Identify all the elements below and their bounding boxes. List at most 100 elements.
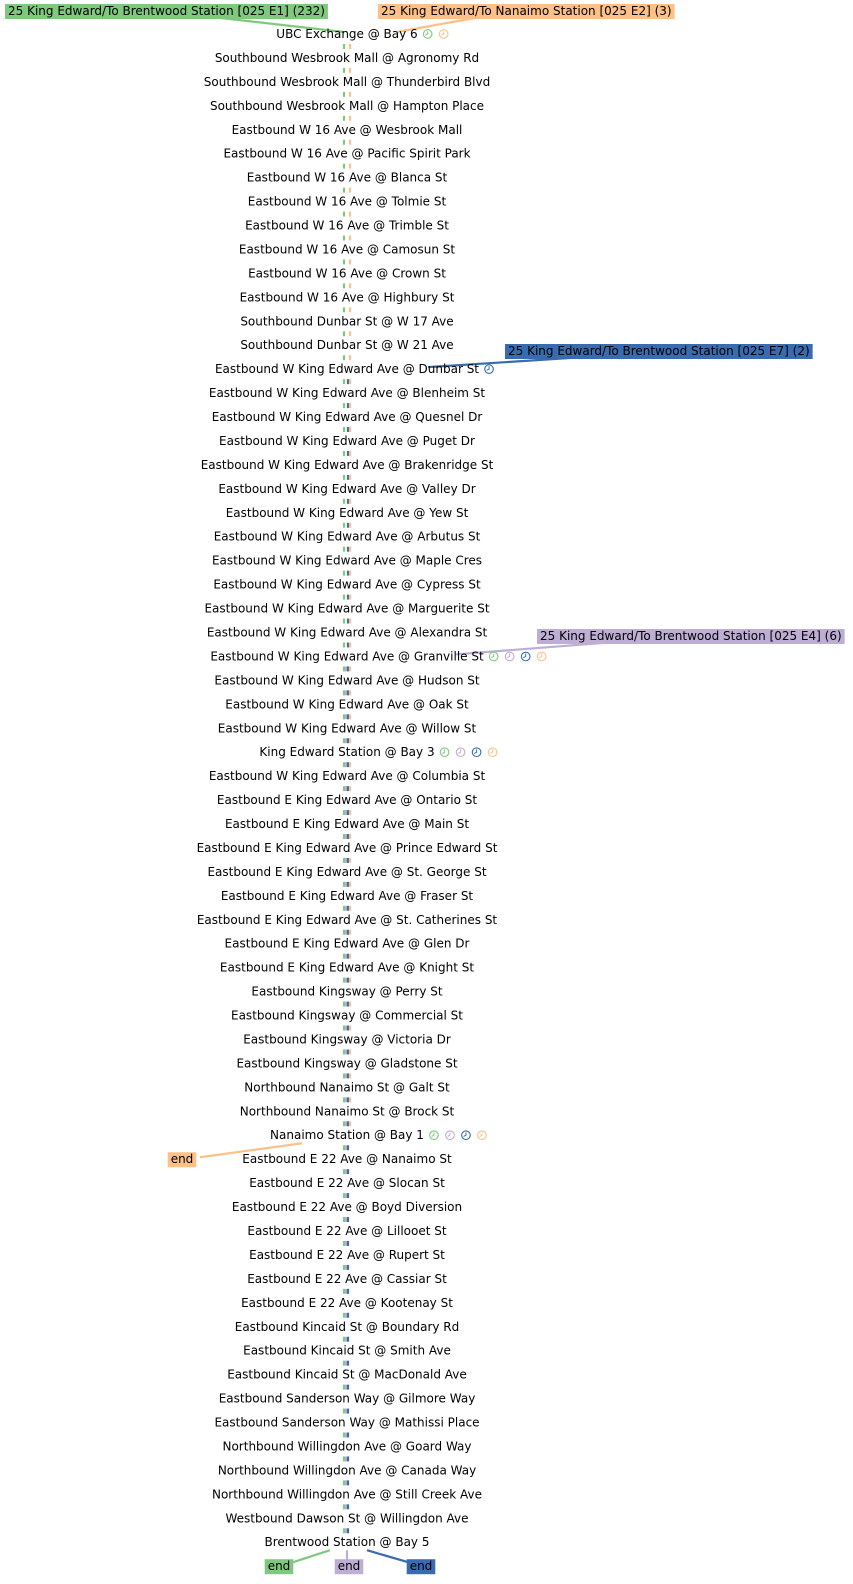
end-connector-e2 xyxy=(199,1142,303,1159)
stop-name: Eastbound W King Edward Ave @ Granville … xyxy=(210,649,484,663)
clock-icon-hands xyxy=(447,1132,451,1137)
stop-name: Eastbound E King Edward Ave @ Glen Dr xyxy=(225,937,470,951)
clock-icon xyxy=(504,651,515,662)
clock-icon xyxy=(461,1130,471,1141)
stop-name: Eastbound E King Edward Ave @ St. Cather… xyxy=(197,913,498,927)
end-label-e1-bg xyxy=(264,1559,294,1575)
stop-name: Eastbound E 22 Ave @ Nanaimo St xyxy=(242,1152,452,1166)
route-label-e7-bg xyxy=(505,344,813,359)
clock-icon-hands xyxy=(441,31,445,36)
clock-icon-face xyxy=(487,747,498,758)
end-label-e1-text: end xyxy=(268,1559,291,1573)
route-label-e2-bg xyxy=(378,4,675,19)
stop-name: King Edward Station @ Bay 3 xyxy=(259,745,434,759)
clock-icon-hands xyxy=(523,653,527,659)
clock-icon-face xyxy=(429,1130,439,1141)
stop-name: Eastbound W 16 Ave @ Tolmie St xyxy=(248,195,447,209)
stop-name: Eastbound W King Edward Ave @ Valley Dr xyxy=(218,482,475,496)
clock-icon-face xyxy=(439,747,450,758)
stop-name: Eastbound W King Edward Ave @ Maple Cres xyxy=(212,554,482,568)
start-connector-e1 xyxy=(211,15,345,34)
stop-name: Eastbound Kincaid St @ Boundary Rd xyxy=(235,1320,460,1334)
stop-name: Eastbound W King Edward Ave @ Arbutus St xyxy=(214,530,481,544)
stop-name: Eastbound W King Edward Ave @ Oak St xyxy=(225,697,469,711)
end-label-e2-text: end xyxy=(171,1152,194,1166)
stop-name: Eastbound Kingsway @ Perry St xyxy=(251,985,442,999)
clock-icon-face xyxy=(471,747,482,758)
clock-icon-face xyxy=(477,1130,487,1141)
clock-icon-face xyxy=(445,1130,455,1141)
route-label-e2: 25 King Edward/To Nanaimo Station [025 E… xyxy=(378,4,675,19)
clock-icon-face xyxy=(461,1130,471,1141)
stop-name: Eastbound W 16 Ave @ Wesbrook Mall xyxy=(232,123,463,137)
stop-name: Eastbound Kincaid St @ MacDonald Ave xyxy=(227,1368,467,1382)
clock-icon-hands xyxy=(486,366,490,371)
clock-icon xyxy=(520,651,531,662)
clock-icon xyxy=(445,1130,455,1141)
clock-icon-hands xyxy=(473,749,478,754)
stop-name: Eastbound E King Edward Ave @ Knight St xyxy=(220,961,474,975)
clock-icon-face xyxy=(536,651,547,662)
route-labels: 25 King Edward/To Brentwood Station [025… xyxy=(5,4,845,1575)
clock-icon-face xyxy=(520,651,531,662)
clock-icon xyxy=(455,747,466,758)
stop-name: Eastbound E King Edward Ave @ Fraser St xyxy=(221,889,474,903)
stop-name: Eastbound W 16 Ave @ Pacific Spirit Park xyxy=(223,147,470,161)
clock-icon xyxy=(536,651,547,662)
clock-icon-hands xyxy=(489,749,494,754)
stop-name: Eastbound Kingsway @ Commercial St xyxy=(231,1009,463,1023)
trunk-lines xyxy=(342,44,352,1534)
stop-name: UBC Exchange @ Bay 6 xyxy=(276,27,417,41)
clock-icon-hands xyxy=(431,1132,435,1137)
end-label-e4-text: end xyxy=(338,1559,361,1573)
clock-icon-hands xyxy=(463,1132,467,1137)
stop-name: Eastbound W 16 Ave @ Trimble St xyxy=(245,219,449,233)
stop-name: Nanaimo Station @ Bay 1 xyxy=(270,1128,424,1142)
stop-name: Eastbound E King Edward Ave @ St. George… xyxy=(207,865,486,879)
stop-name: Westbound Dawson St @ Willingdon Ave xyxy=(225,1511,468,1525)
stop-name: Eastbound W King Edward Ave @ Dunbar St xyxy=(215,362,479,376)
clock-icon-hands xyxy=(479,1132,483,1137)
stop-name: Eastbound W 16 Ave @ Camosun St xyxy=(239,242,456,256)
stop-name: Northbound Nanaimo St @ Brock St xyxy=(240,1104,455,1118)
clock-icon-face xyxy=(438,29,449,39)
stop-name: Eastbound W King Edward Ave @ Yew St xyxy=(226,506,469,520)
clock-icon xyxy=(484,364,494,375)
stop-name: Southbound Wesbrook Mall @ Agronomy Rd xyxy=(215,51,479,65)
clock-icon-hands xyxy=(507,653,511,659)
end-connector-e1 xyxy=(286,1549,331,1566)
end-label-e1: end xyxy=(264,1559,294,1575)
stop-name: Eastbound W King Edward Ave @ Puget Dr xyxy=(219,434,475,448)
end-label-e4-bg xyxy=(334,1559,364,1575)
clock-icon-hands xyxy=(457,749,462,754)
stop-name: Eastbound E 22 Ave @ Cassiar St xyxy=(247,1272,447,1286)
stop-name: Southbound Dunbar St @ W 17 Ave xyxy=(240,314,453,328)
stop-name: Eastbound W 16 Ave @ Highbury St xyxy=(240,290,455,304)
stop-name: Eastbound W King Edward Ave @ Blenheim S… xyxy=(209,386,486,400)
stop-name: Eastbound W King Edward Ave @ Willow St xyxy=(218,721,477,735)
clock-icon-face xyxy=(504,651,515,662)
stop-list: UBC Exchange @ Bay 6 Southbound Wesbrook … xyxy=(197,27,547,1549)
end-label-e2-bg xyxy=(167,1152,197,1168)
stop-name: Eastbound Kingsway @ Gladstone St xyxy=(236,1056,457,1070)
route-label-e1-text: 25 King Edward/To Brentwood Station [025… xyxy=(8,4,325,18)
stop-name: Eastbound W 16 Ave @ Blanca St xyxy=(247,171,448,185)
clock-icon-face xyxy=(422,29,433,39)
stop-name: Eastbound E King Edward Ave @ Prince Edw… xyxy=(197,841,498,855)
stop-name: Eastbound Sanderson Way @ Gilmore Way xyxy=(219,1392,476,1406)
clock-icon xyxy=(439,747,450,758)
start-connector-e2 xyxy=(396,15,481,34)
stop-name: Eastbound E 22 Ave @ Kootenay St xyxy=(241,1296,453,1310)
clock-icon-hands xyxy=(441,749,446,754)
stop-name: Eastbound Sanderson Way @ Mathissi Place xyxy=(214,1416,479,1430)
clock-icon xyxy=(471,747,482,758)
stop-name: Northbound Willingdon Ave @ Canada Way xyxy=(218,1463,476,1477)
stop-name: Eastbound E King Edward Ave @ Ontario St xyxy=(217,793,477,807)
stop-name: Eastbound W King Edward Ave @ Alexandra … xyxy=(207,626,488,640)
stop-name: Eastbound W King Edward Ave @ Hudson St xyxy=(214,673,479,687)
stop-name: Brentwood Station @ Bay 5 xyxy=(265,1535,430,1549)
route-label-e7: 25 King Edward/To Brentwood Station [025… xyxy=(505,344,813,359)
end-label-e7-bg xyxy=(406,1559,436,1575)
clock-icon xyxy=(487,747,498,758)
